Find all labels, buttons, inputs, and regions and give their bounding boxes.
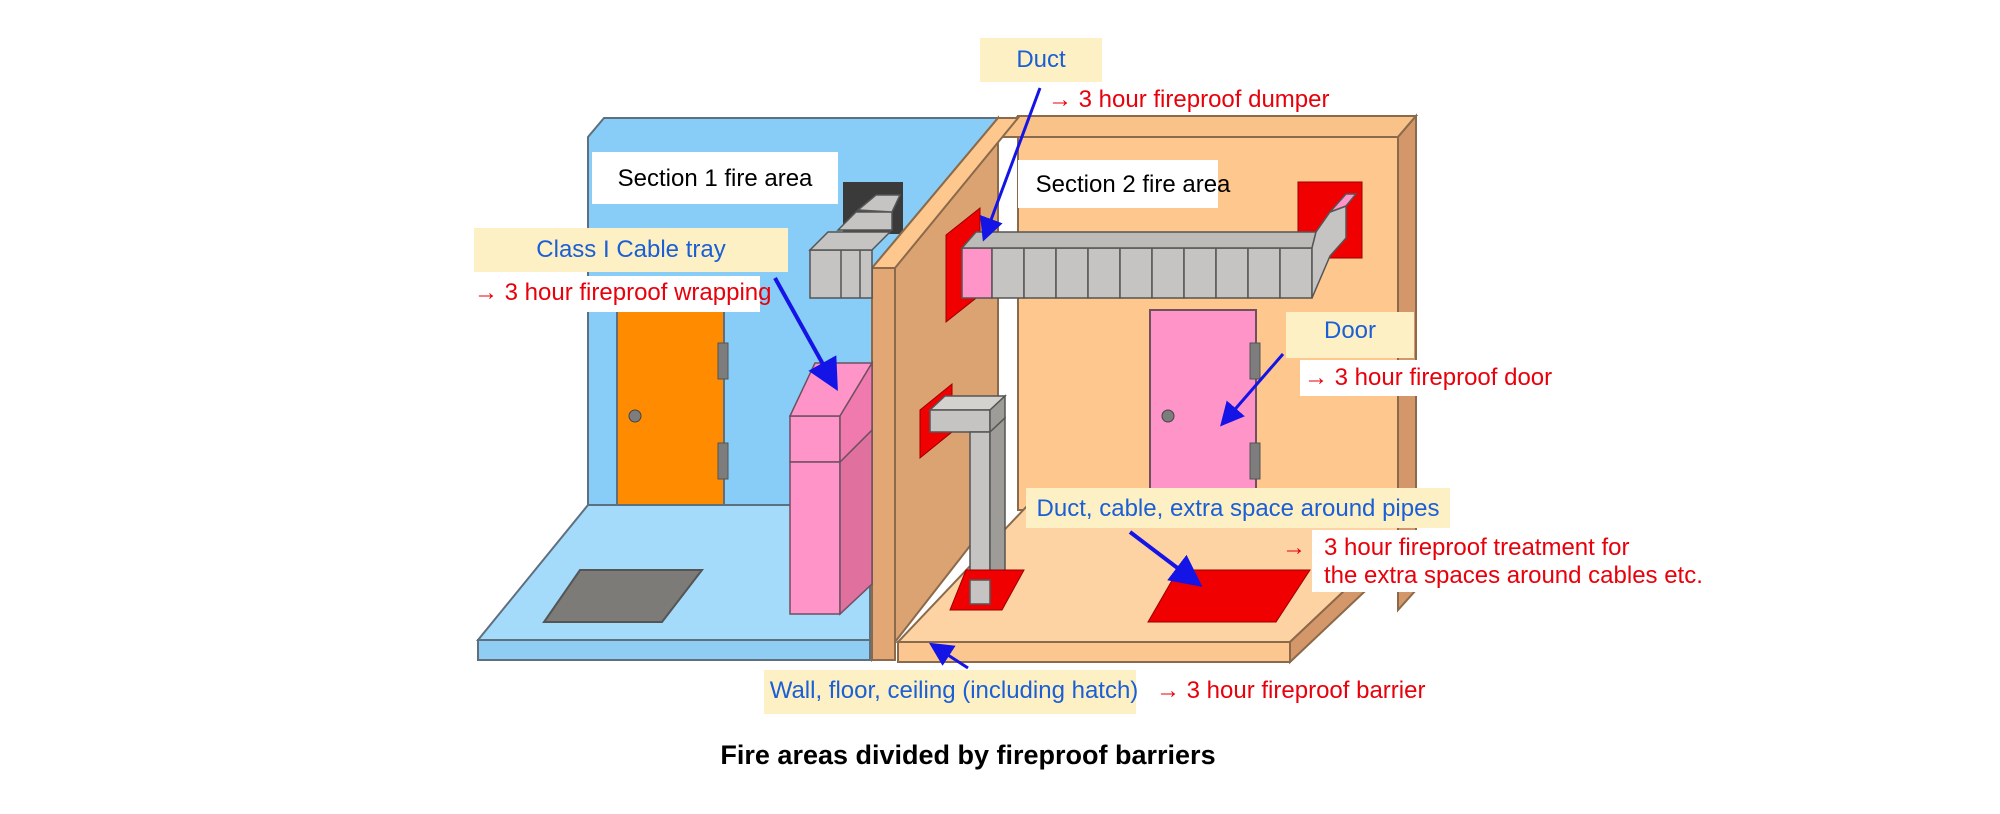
duct-callout: Duct → 3 hour fireproof dumper	[980, 38, 1329, 242]
penetrations-treatment-line1: 3 hour fireproof treatment for	[1324, 534, 1629, 561]
door-arrow	[1220, 353, 1285, 427]
section1-door-knob	[628, 409, 642, 423]
penetrations-arrow-glyph: →	[1282, 534, 1306, 561]
door-callout: Door → 3 hour fireproof door	[1220, 312, 1552, 427]
barrier-label: Wall, floor, ceiling (including hatch)	[770, 677, 1139, 704]
section2-door-hinge-bottom	[1249, 442, 1261, 480]
duct-treatment: → 3 hour fireproof dumper	[1048, 86, 1329, 113]
section1-door	[616, 309, 725, 506]
floor-hatch	[542, 569, 705, 623]
door-treatment: → 3 hour fireproof door	[1304, 364, 1552, 391]
penetrations-arrow	[1128, 530, 1203, 587]
section1-label: Section 1 fire area	[618, 165, 813, 192]
section1-door-hinge-bottom	[717, 442, 729, 480]
barrier-callout: Wall, floor, ceiling (including hatch) →…	[764, 642, 1425, 714]
cable-tray	[788, 360, 874, 616]
diagram-caption: Fire areas divided by fireproof barriers	[720, 740, 1215, 770]
section2-door-hinge-top	[1249, 342, 1261, 380]
barrier-treatment: → 3 hour fireproof barrier	[1156, 677, 1425, 704]
duct-arrow	[980, 87, 1042, 242]
penetrations-treatment-line2: the extra spaces around cables etc.	[1324, 562, 1703, 589]
barrier-label-highlight	[764, 670, 1136, 714]
penetrations-label: Duct, cable, extra space around pipes	[1037, 495, 1440, 522]
duct-label-highlight	[980, 38, 1102, 82]
cable-tray-callout: Class I Cable tray → 3 hour fireproof wr…	[472, 228, 838, 391]
section2-door-knob	[1161, 409, 1175, 423]
door-label-highlight	[1286, 312, 1414, 358]
section1-floor-front-edge	[477, 639, 871, 661]
section2-door	[1149, 309, 1257, 506]
duct-label: Duct	[1016, 46, 1066, 73]
section2-label: Section 2 fire area	[1036, 171, 1231, 198]
cable-tray-label-highlight	[474, 228, 788, 272]
duct-penetration-segment	[961, 247, 993, 299]
cable-tray-arrow	[773, 277, 838, 391]
t-pipe	[928, 394, 1025, 611]
section1-duct	[808, 194, 902, 299]
section2-label-box: Section 2 fire area	[1018, 160, 1231, 208]
penetrations-callout: Duct, cable, extra space around pipes → …	[1026, 488, 1703, 592]
penetrations-label-highlight	[1026, 488, 1450, 528]
section2-room	[895, 113, 1419, 665]
divider-wall-top	[869, 117, 1021, 269]
door-label: Door	[1324, 317, 1376, 344]
section1-label-box: Section 1 fire area	[592, 152, 838, 204]
cable-tray-label: Class I Cable tray	[536, 236, 725, 263]
section2-duct	[960, 193, 1358, 299]
barrier-arrow	[928, 642, 969, 670]
section2-top-strip	[995, 115, 1419, 138]
cable-tray-treatment: → 3 hour fireproof wrapping	[474, 279, 772, 306]
divider-wall-front	[871, 267, 896, 661]
section1-door-hinge-top	[717, 342, 729, 380]
